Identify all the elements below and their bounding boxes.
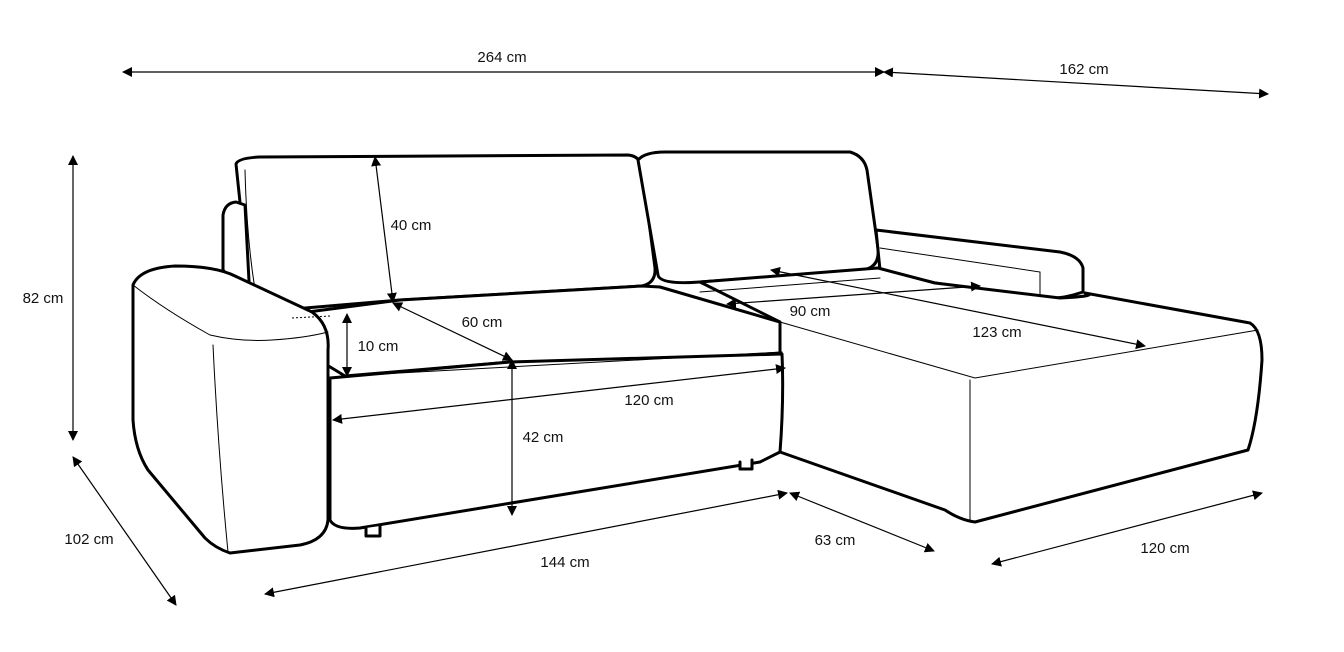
dim-line-seat-width (332, 364, 786, 424)
dim-line-chaise-length (883, 67, 1269, 99)
left-armrest (131, 264, 330, 555)
sofa-outline (131, 150, 1264, 555)
label-chaise-width: 120 cm (1140, 540, 1189, 557)
foot-right (738, 458, 754, 471)
dim-line-chaise-width (991, 490, 1263, 567)
label-base-step-depth: 63 cm (815, 532, 856, 549)
dim-line-backrest-height (371, 156, 397, 303)
left-armrest-front-line (212, 344, 229, 553)
dimension-labels: 264 cm 162 cm 82 cm 102 cm 40 cm 60 cm 1… (23, 49, 1190, 571)
dim-line-chaise-inner-length (770, 266, 1146, 350)
label-overall-depth: 102 cm (64, 531, 113, 548)
label-base-width: 144 cm (540, 554, 589, 571)
label-overall-height: 82 cm (23, 290, 64, 307)
chaise-body (698, 266, 1264, 524)
label-seat-cushion-thickness: 10 cm (358, 338, 399, 355)
dim-line-base-width (264, 489, 788, 598)
left-armrest-top-line (132, 284, 329, 341)
label-chaise-inner-width: 90 cm (790, 303, 831, 320)
label-chaise-length: 162 cm (1059, 61, 1108, 78)
label-seat-cushion-depth: 60 cm (462, 314, 503, 331)
dimension-lines (68, 67, 1269, 606)
label-seat-width: 120 cm (624, 392, 673, 409)
dim-line-overall-depth (72, 456, 177, 606)
dim-line-seat-cushion-depth (392, 302, 513, 361)
label-backrest-height: 40 cm (391, 217, 432, 234)
label-seat-height: 42 cm (523, 429, 564, 446)
dim-line-base-step-depth (789, 491, 935, 553)
right-backrest-cushion (636, 150, 880, 285)
label-chaise-inner-length: 123 cm (972, 324, 1021, 341)
label-total-width: 264 cm (477, 49, 526, 66)
